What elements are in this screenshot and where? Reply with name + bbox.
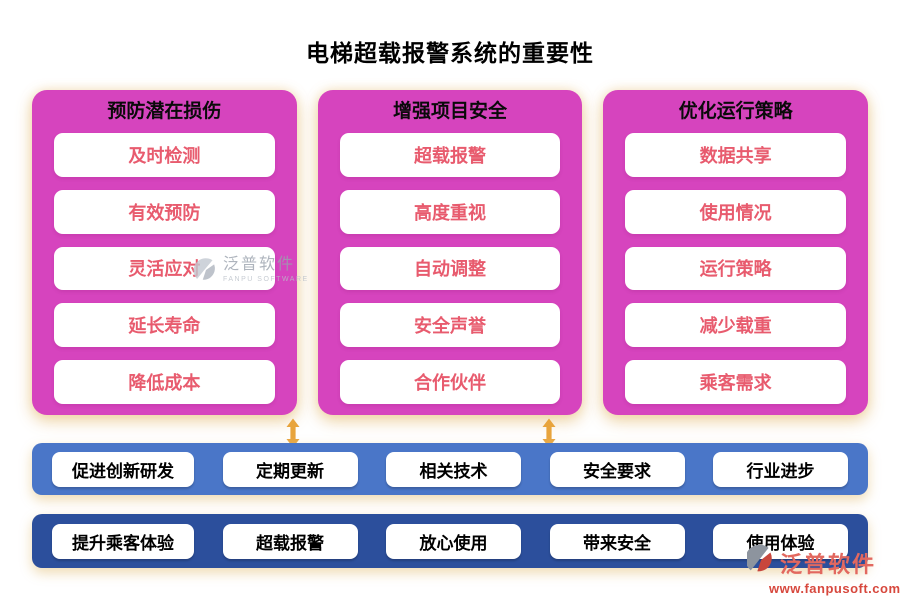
column-item: 灵活应对 xyxy=(54,246,275,291)
column-item: 运行策略 xyxy=(625,246,847,291)
page-title: 电梯超载报警系统的重要性 xyxy=(306,40,594,66)
watermark-brand-text: 泛普软件 xyxy=(223,256,296,273)
supporting-factors-bar: 促进创新研发 定期更新 相关技术 安全要求 行业进步 xyxy=(32,443,868,495)
watermark-brand-text: 泛普软件 xyxy=(780,551,877,577)
bar-item: 超载报警 xyxy=(222,523,358,559)
column-item: 自动调整 xyxy=(339,246,561,291)
column-item: 及时检测 xyxy=(54,133,275,177)
bar-item: 提升乘客体验 xyxy=(52,523,194,559)
fanpu-logo-icon xyxy=(745,544,777,580)
column-enhance-safety: 增强项目安全 超载报警 高度重视 自动调整 安全声誉 合作伙伴 xyxy=(317,90,583,415)
watermark-brand-subtext: FANPU SOFTWARE xyxy=(223,276,309,283)
column-header: 增强项目安全 xyxy=(393,101,508,122)
up-down-arrow-icon xyxy=(541,418,557,448)
bar-item: 相关技术 xyxy=(386,451,521,487)
watermark-url-text: www.fanpusoft.com xyxy=(769,581,900,596)
column-item: 数据共享 xyxy=(625,133,847,177)
column-prevent-damage: 预防潜在损伤 及时检测 有效预防 灵活应对 延长寿命 降低成本 xyxy=(32,90,297,415)
column-item: 减少载重 xyxy=(625,303,847,348)
column-item: 乘客需求 xyxy=(625,360,847,404)
watermark-corner: 泛普软件 www.fanpusoft.com xyxy=(745,544,900,596)
column-header: 优化运行策略 xyxy=(678,101,793,122)
column-item: 合作伙伴 xyxy=(339,360,561,404)
column-item: 安全声誉 xyxy=(339,303,561,348)
columns-row: 预防潜在损伤 及时检测 有效预防 灵活应对 延长寿命 降低成本 增强项目安全 超… xyxy=(32,90,869,415)
column-optimize-strategy: 优化运行策略 数据共享 使用情况 运行策略 减少载重 乘客需求 xyxy=(603,90,869,415)
bar-item: 行业进步 xyxy=(713,451,848,487)
bar-item: 安全要求 xyxy=(549,451,685,487)
column-item: 降低成本 xyxy=(54,360,275,404)
watermark-inline: 泛普软件 FANPU SOFTWARE xyxy=(193,257,309,288)
column-item: 高度重视 xyxy=(339,189,561,234)
column-item: 有效预防 xyxy=(54,189,275,234)
column-item: 超载报警 xyxy=(339,133,561,177)
column-item: 使用情况 xyxy=(625,189,847,234)
bar-item: 放心使用 xyxy=(386,523,521,559)
bar-item: 促进创新研发 xyxy=(52,451,194,487)
bar-item: 定期更新 xyxy=(222,451,358,487)
bar-item: 带来安全 xyxy=(549,523,685,559)
fanpu-logo-icon xyxy=(193,257,219,288)
column-item: 延长寿命 xyxy=(54,303,275,348)
bar-item: 使用体验 xyxy=(713,523,848,559)
column-header: 预防潜在损伤 xyxy=(107,101,222,122)
benefits-bar: 提升乘客体验 超载报警 放心使用 带来安全 使用体验 xyxy=(32,514,868,568)
up-down-arrow-icon xyxy=(285,418,301,448)
